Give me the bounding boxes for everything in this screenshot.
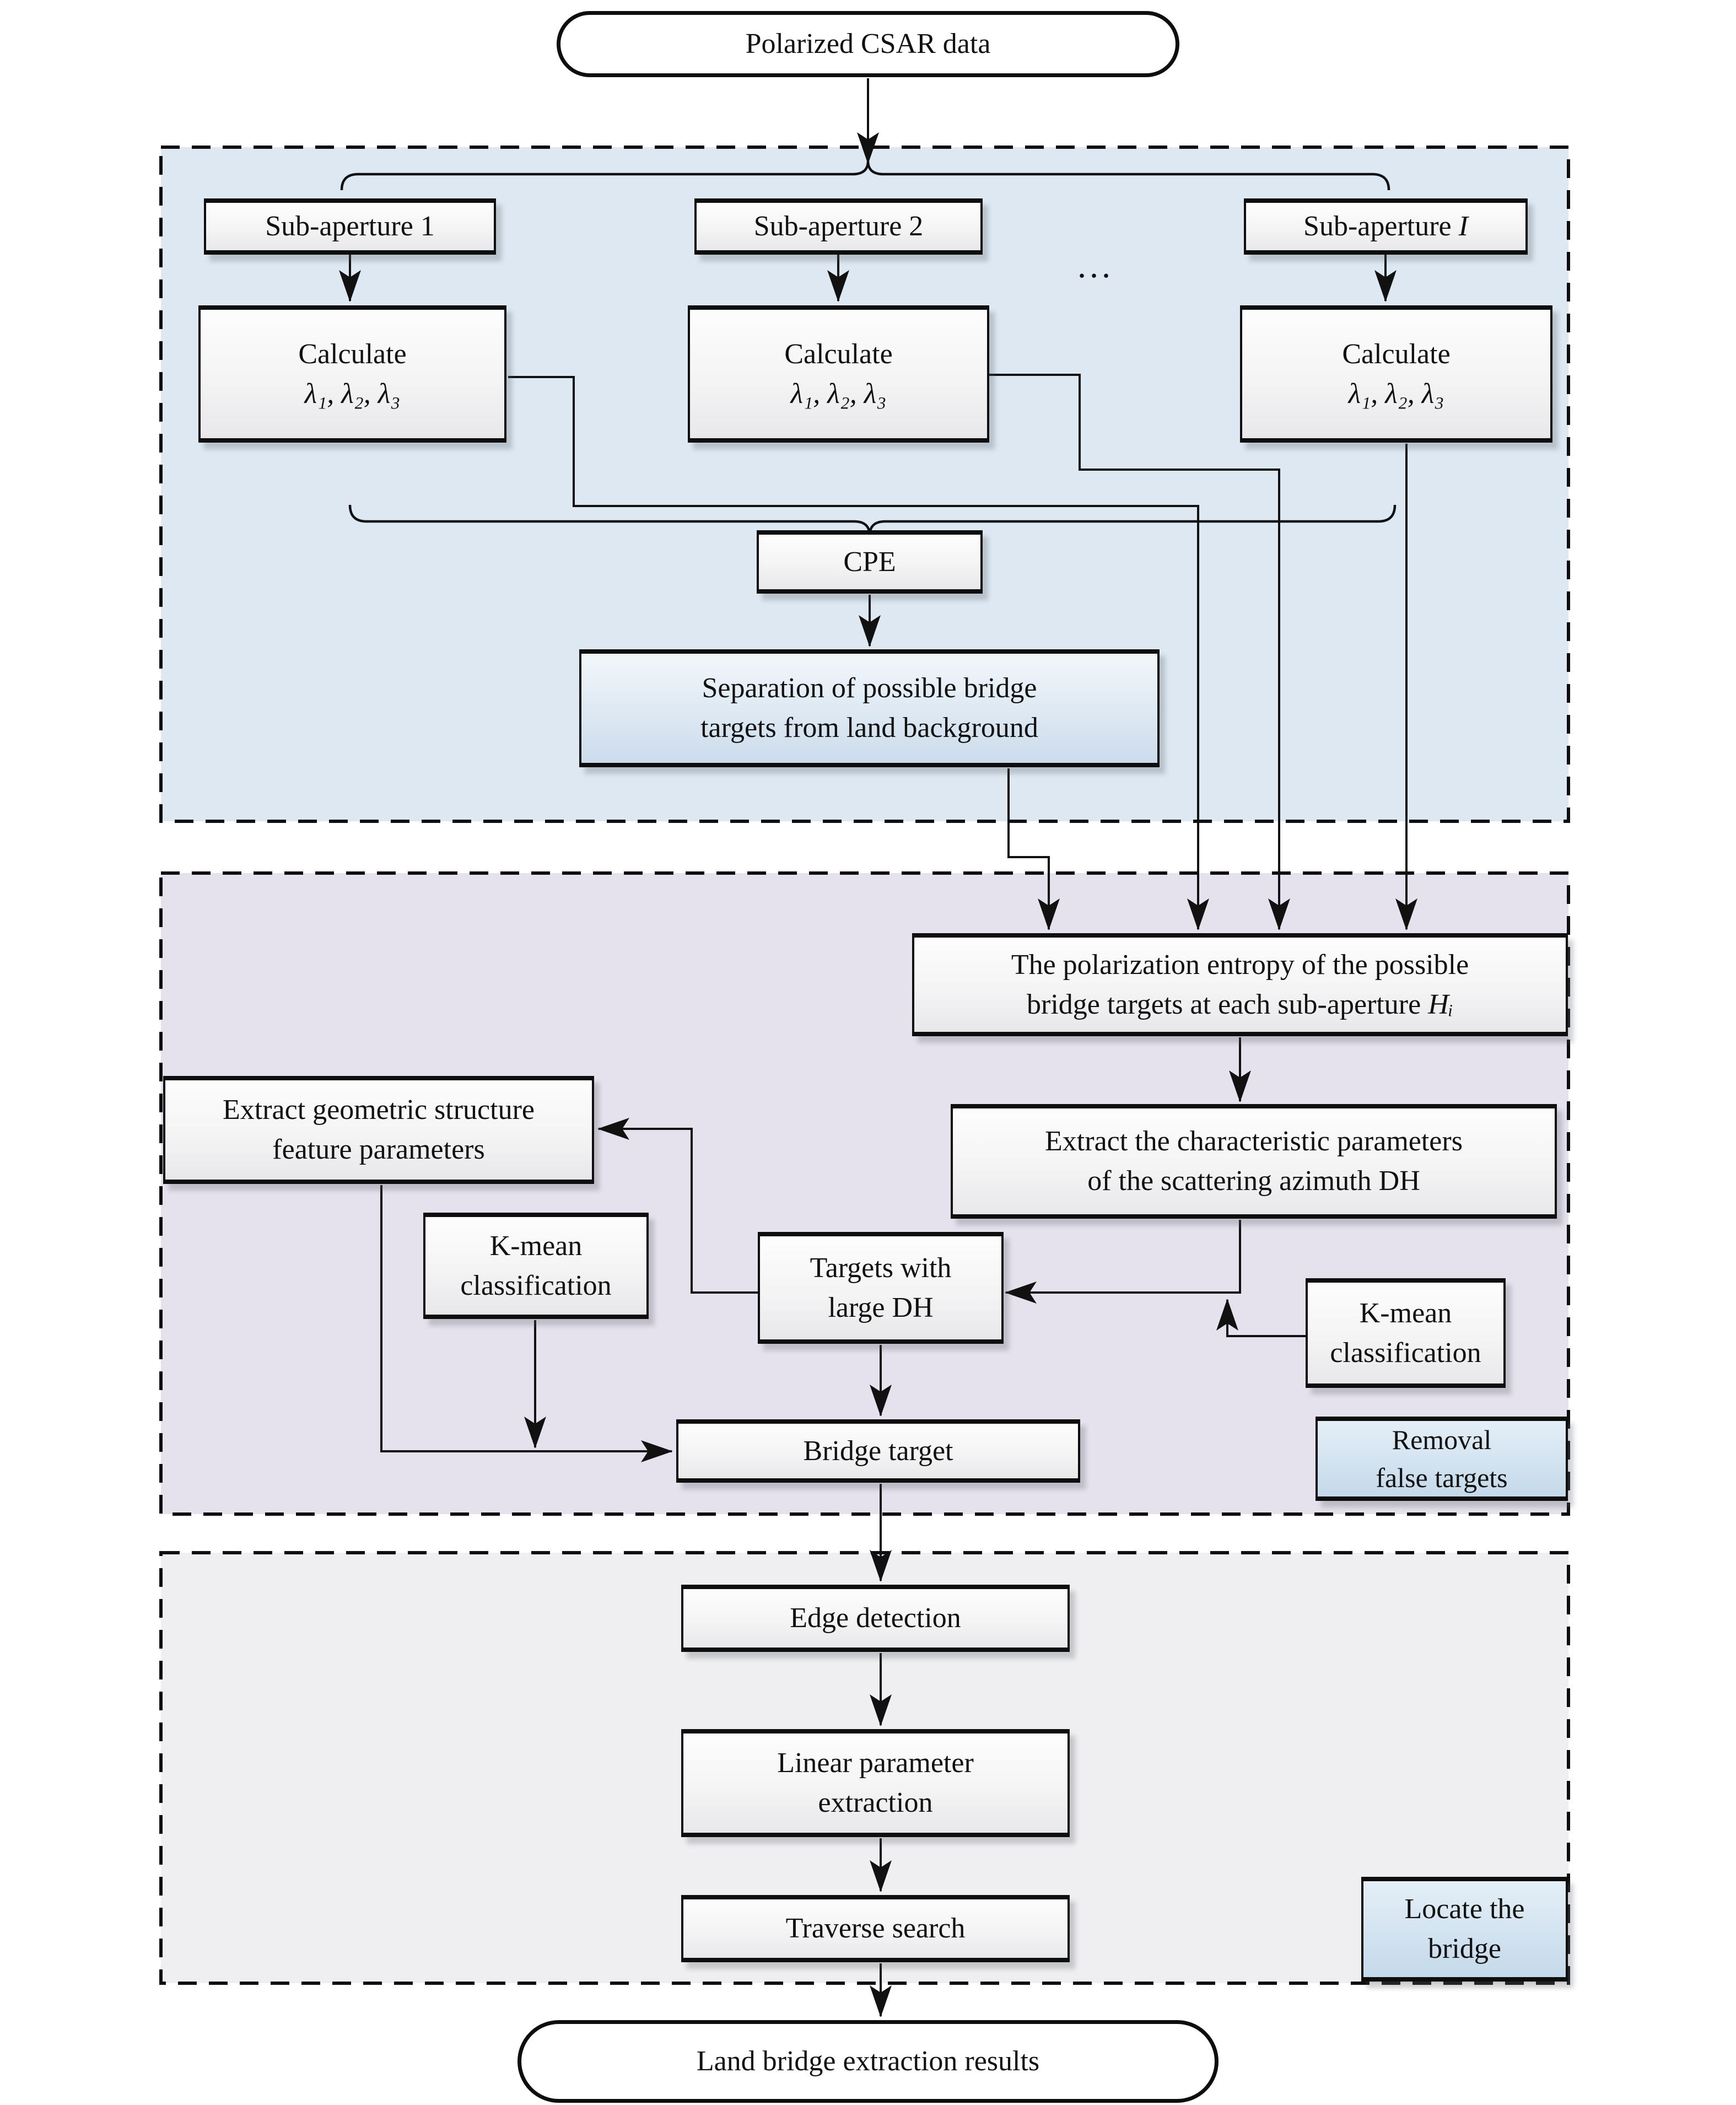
box-cpe: CPE: [757, 530, 983, 594]
ellipsis-more-subapertures: ...: [1077, 246, 1114, 285]
box-extract-characteristic-parameters: Extract the characteristic parameters of…: [951, 1104, 1557, 1219]
box-calculate-eigenvalues-1: Calculate λ₁, λ₂, λ₃: [198, 305, 506, 443]
arrow-kmean-right-to-targets-line: [1216, 1299, 1306, 1337]
box-bridge-target: Bridge target: [676, 1419, 1080, 1483]
terminal-polarized-csar-data: Polarized CSAR data: [557, 11, 1179, 77]
box-sub-aperture-1: Sub-aperture 1: [204, 198, 496, 255]
box-edge-detection: Edge detection: [681, 1585, 1070, 1652]
box-calculate-eigenvalues-2: Calculate λ₁, λ₂, λ₃: [688, 305, 989, 443]
box-kmean-classification-left: K-mean classification: [423, 1213, 649, 1319]
arrow-calc2-to-entropy: [989, 374, 1290, 930]
box-calculate-eigenvalues-3: Calculate λ₁, λ₂, λ₃: [1240, 305, 1552, 443]
box-label: Sub-aperture I: [1303, 211, 1468, 243]
box-sub-aperture-2: Sub-aperture 2: [694, 198, 983, 255]
terminal-land-bridge-extraction-results: Land bridge extraction results: [517, 2020, 1219, 2103]
box-targets-with-large-dh: Targets with large DH: [758, 1232, 1004, 1344]
box-polarization-entropy: The polarization entropy of the possible…: [912, 933, 1568, 1036]
box-sub-aperture-I: Sub-aperture I: [1244, 198, 1528, 255]
box-separation-bridge-targets: Separation of possible bridge targets fr…: [579, 649, 1160, 767]
arrow-extract-char-to-targets: [1005, 1220, 1241, 1304]
entropy-line2: bridge targets at each sub-aperture Hᵢ: [1027, 988, 1453, 1020]
arrow-separation-to-entropy: [1007, 768, 1060, 930]
box-label: Sub-aperture 2: [753, 211, 924, 243]
arrow-extract-geo-to-bridge: [380, 1185, 673, 1462]
terminal-label: Polarized CSAR data: [745, 28, 991, 60]
arrow-calc1-to-entropy: [508, 376, 1209, 930]
box-traverse-search: Traverse search: [681, 1895, 1070, 1962]
badge-locate-the-bridge: Locate the bridge: [1361, 1877, 1568, 1982]
box-extract-geometric-structure: Extract geometric structure feature para…: [163, 1076, 594, 1184]
box-label: Sub-aperture 1: [265, 211, 435, 243]
box-kmean-classification-right: K-mean classification: [1306, 1278, 1506, 1388]
box-linear-parameter-extraction: Linear parameter extraction: [681, 1729, 1070, 1837]
arrow-targets-to-extract-geo: [597, 1118, 758, 1294]
badge-removal-false-targets: Removal false targets: [1316, 1417, 1568, 1501]
